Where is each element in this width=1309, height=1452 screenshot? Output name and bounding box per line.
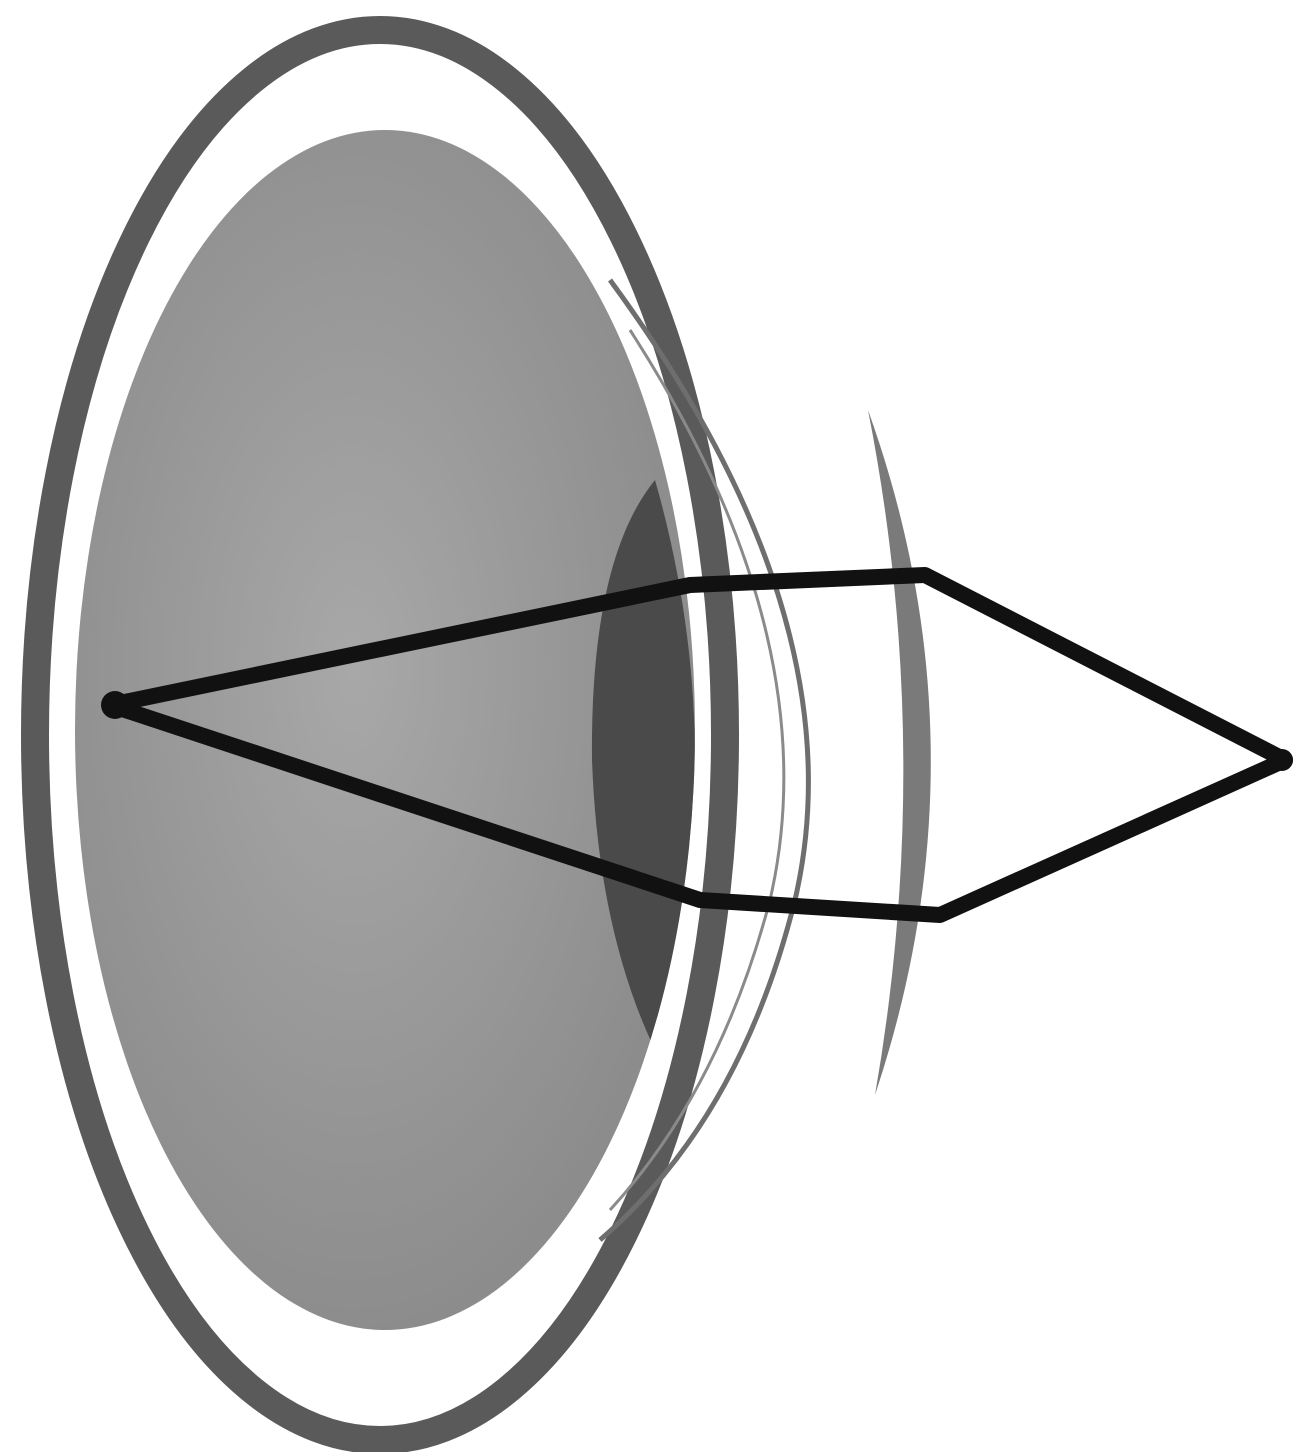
retina-focal-point — [101, 691, 129, 719]
object-point — [1271, 749, 1293, 771]
corrective-lens — [868, 410, 931, 1095]
